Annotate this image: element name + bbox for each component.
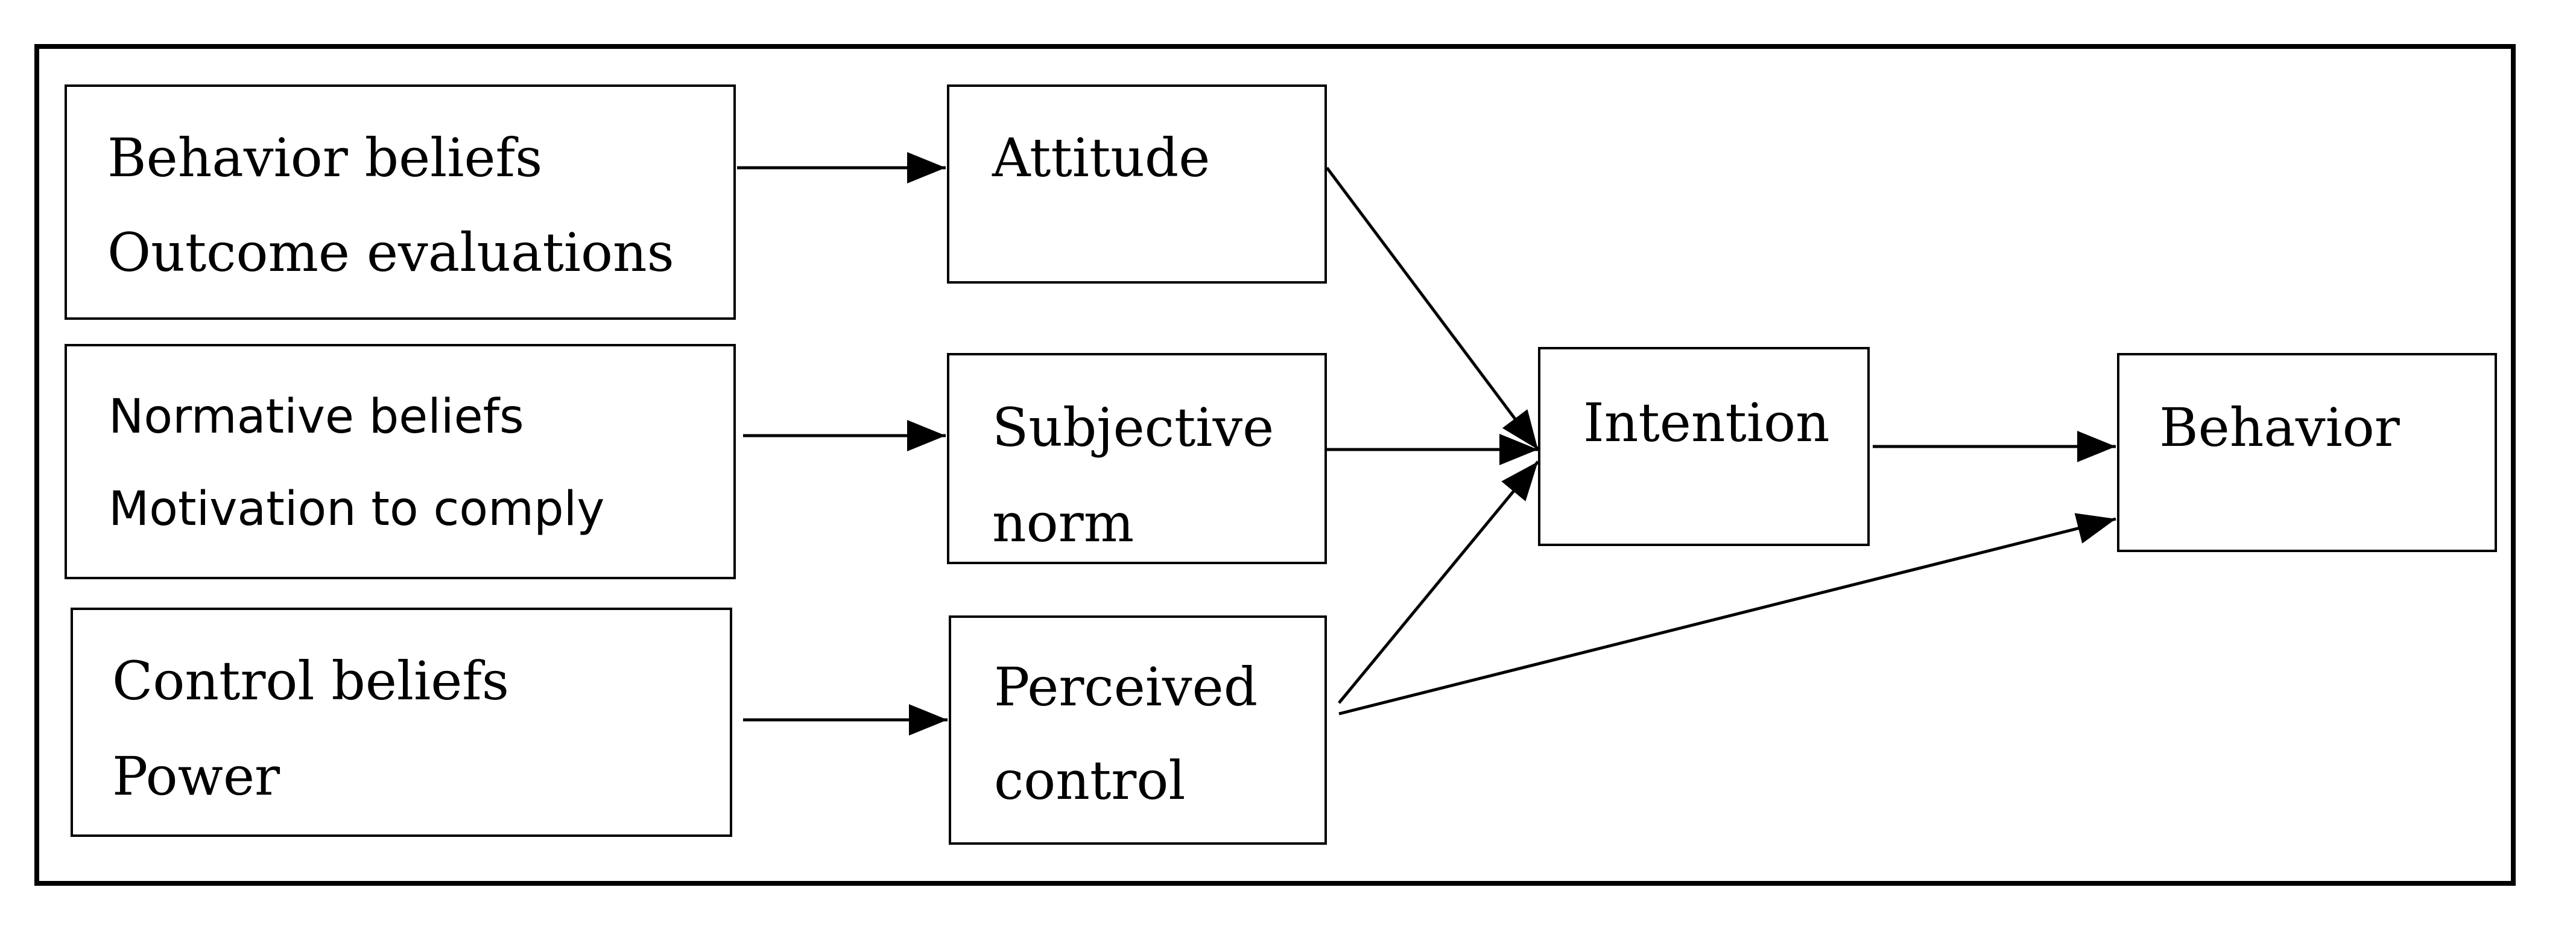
behavior-beliefs-label: Behavior beliefs — [107, 127, 543, 189]
perceived-control-box — [949, 615, 1327, 845]
diagram-frame — [34, 44, 2516, 886]
arrow-perceived-control-to-intention — [1338, 460, 1539, 704]
motivation-to-comply-label: Motivation to comply — [109, 482, 605, 536]
subjective-norm-label-line1: Subjective — [992, 396, 1274, 459]
perceived-control-label-line1: Perceived — [994, 656, 1258, 718]
behavior-box — [2117, 353, 2497, 552]
arrow-perceived-control-to-behavior — [1338, 513, 2116, 716]
attitude-label: Attitude — [992, 127, 1210, 189]
intention-label: Intention — [1583, 392, 1830, 454]
control-beliefs-label: Control beliefs — [112, 650, 510, 712]
control-beliefs-box — [71, 608, 732, 837]
perceived-control-label-line2: control — [994, 749, 1186, 812]
normative-beliefs-box — [65, 344, 736, 579]
subjective-norm-label-line2: norm — [992, 492, 1135, 554]
arrow-attitude-to-intention — [1325, 167, 1540, 451]
normative-beliefs-label: Normative beliefs — [109, 390, 524, 444]
power-label: Power — [112, 745, 280, 807]
behavior-beliefs-box — [65, 84, 736, 320]
intention-box — [1538, 347, 1870, 546]
attitude-box — [947, 84, 1327, 284]
behavior-label: Behavior — [2159, 396, 2400, 459]
outcome-evaluations-label: Outcome evaluations — [107, 221, 674, 284]
subjective-norm-box — [947, 353, 1327, 564]
